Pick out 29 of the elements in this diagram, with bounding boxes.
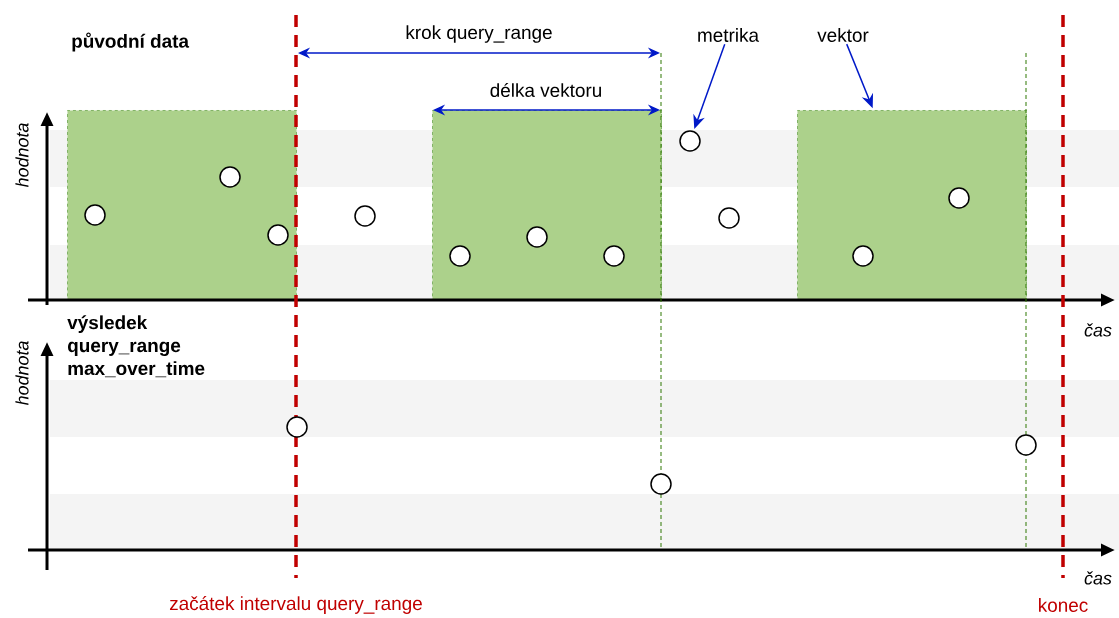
data-point bbox=[526, 226, 548, 248]
panel-title: původní data bbox=[72, 32, 190, 52]
axis-label: čas bbox=[1084, 571, 1112, 585]
data-point bbox=[286, 416, 308, 438]
vector-window bbox=[432, 110, 662, 301]
data-point bbox=[603, 245, 625, 267]
data-point bbox=[1015, 434, 1037, 456]
data-point bbox=[219, 166, 241, 188]
callout-text: metrika bbox=[698, 28, 760, 42]
data-point bbox=[449, 245, 471, 267]
data-point bbox=[679, 130, 701, 152]
data-point bbox=[948, 187, 970, 209]
callout-text: vektor bbox=[817, 28, 869, 42]
data-point bbox=[267, 224, 289, 246]
dimension-label: délka vektoru bbox=[490, 82, 601, 98]
dimension-label: krok query_range bbox=[406, 25, 552, 43]
panel-title: výsledek query_range max_over_time bbox=[67, 315, 205, 378]
marker-label: konec bbox=[1039, 598, 1088, 612]
data-point bbox=[84, 204, 106, 226]
data-point bbox=[354, 205, 376, 227]
axis-label: čas bbox=[1084, 323, 1112, 337]
marker-label: začátek intervalu query_range bbox=[170, 596, 422, 614]
data-point bbox=[718, 207, 740, 229]
data-point bbox=[650, 473, 672, 495]
data-point bbox=[852, 245, 874, 267]
vector-window bbox=[797, 110, 1027, 301]
axis-label: hodnota bbox=[15, 123, 29, 188]
axis-label: hodnota bbox=[15, 341, 29, 406]
vector-window bbox=[67, 110, 297, 301]
